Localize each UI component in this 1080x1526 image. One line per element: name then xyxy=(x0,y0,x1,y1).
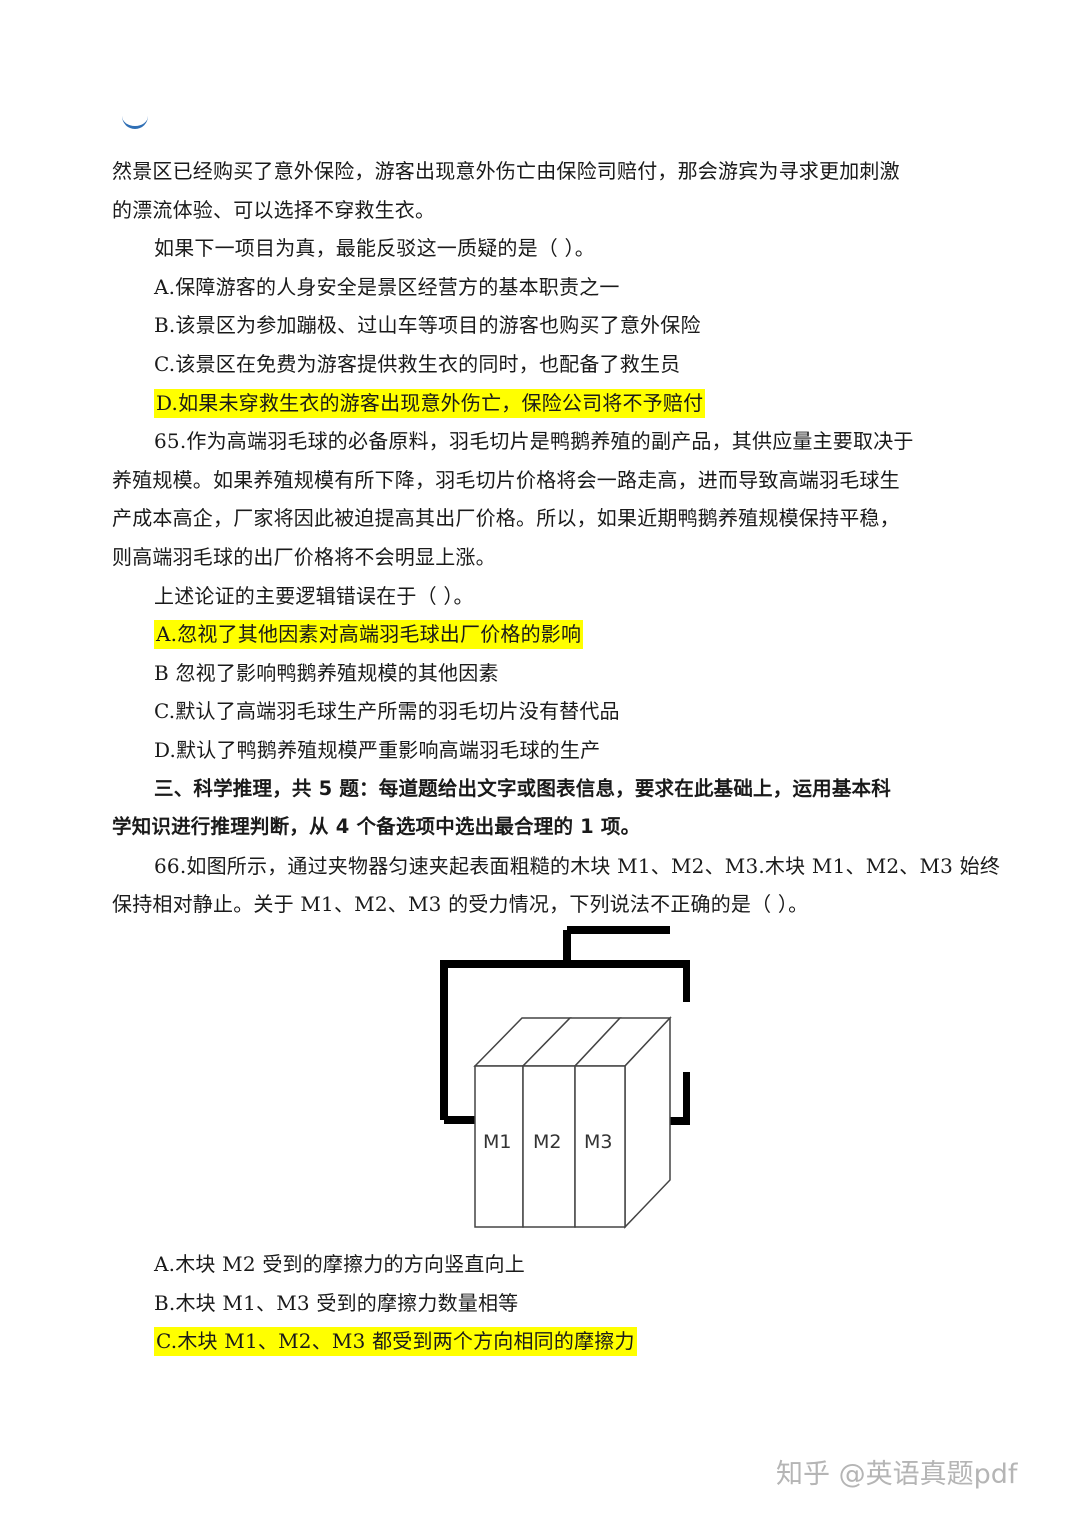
q66-options: A.木块 M2 受到的摩擦力的方向竖直向上 B.木块 M1、M3 受到的摩擦力数… xyxy=(112,1245,972,1361)
block-m1-front xyxy=(474,1065,524,1228)
q65-option-d: D.默认了鸭鹅养殖规模严重影响高端羽毛球的生产 xyxy=(154,737,601,762)
q64-option-c: C.该景区在免费为游客提供救生衣的同时，也配备了救生员 xyxy=(154,351,681,376)
q65-option-a-highlighted: A.忽视了其他因素对高端羽毛球出厂价格的影响 xyxy=(154,620,584,650)
label-m1: M1 xyxy=(483,1131,511,1153)
q64-option-d-wrapper: D.如果未穿救生衣的游客出现意外伤亡，保险公司将不予赔付 xyxy=(112,384,972,423)
q65-line-4: 则高端羽毛球的出厂价格将不会明显上涨。 xyxy=(112,544,496,569)
q64-stem: 如果下一项目为真，最能反驳这一质疑的是（ ）。 xyxy=(154,236,595,261)
q66-line-1: 66.如图所示，通过夹物器匀速夹起表面粗糙的木块 M1、M2、M3.木块 M1、… xyxy=(154,853,1001,878)
section3-heading-line-2: 学知识进行推理判断，从 4 个备选项中选出最合理的 1 项。 xyxy=(112,815,641,839)
q66-option-c-highlighted: C.木块 M1、M2、M3 都受到两个方向相同的摩擦力 xyxy=(154,1327,637,1357)
q66-option-b: B.木块 M1、M3 受到的摩擦力数量相等 xyxy=(154,1290,519,1315)
intro-line-1: 然景区已经购买了意外保险，游客出现意外伤亡由保险司赔付，那会游宾为寻求更加刺激 xyxy=(112,159,900,183)
q64-option-a: A.保障游客的人身安全是景区经营方的基本职责之一 xyxy=(154,274,620,299)
intro-line-2: 的漂流体验、可以选择不穿救生衣。 xyxy=(112,197,436,222)
section3-heading-line-1: 三、科学推理，共 5 题：每道题给出文字或图表信息，要求在此基础上，运用基本科 xyxy=(154,776,891,800)
label-m2: M2 xyxy=(533,1131,561,1153)
q65-option-a-wrapper: A.忽视了其他因素对高端羽毛球出厂价格的影响 xyxy=(112,615,972,654)
q65-line-2: 养殖规模。如果养殖规模有所下降，羽毛切片价格将会一路走高，进而导致高端羽毛球生 xyxy=(112,467,900,492)
q64-option-d-highlighted: D.如果未穿救生衣的游客出现意外伤亡，保险公司将不予赔付 xyxy=(154,388,706,418)
q66-option-a: A.木块 M2 受到的摩擦力的方向竖直向上 xyxy=(154,1252,525,1276)
q64-option-b: B.该景区为参加蹦极、过山车等项目的游客也购买了意外保险 xyxy=(154,313,701,338)
corner-logo-mark xyxy=(122,114,148,129)
q65-option-b: B 忽视了影响鸭鹅养殖规模的其他因素 xyxy=(154,660,499,685)
clamp-frame xyxy=(440,960,690,1120)
clamp-blocks-figure: M1 M2 M3 xyxy=(440,926,690,1229)
q65-line-3: 产成本高企，厂家将因此被迫提高其出厂价格。所以，如果近期鸭鹅养殖规模保持平稳， xyxy=(112,506,900,531)
q66-line-2: 保持相对静止。关于 M1、M2、M3 的受力情况，下列说法不正确的是（ ）。 xyxy=(112,892,809,917)
label-m3: M3 xyxy=(584,1131,612,1153)
page-body: 然景区已经购买了意外保险，游客出现意外伤亡由保险司赔付，那会游宾为寻求更加刺激 … xyxy=(112,152,1001,924)
wood-blocks xyxy=(473,1016,672,1229)
q65-option-c: C.默认了高端羽毛球生产所需的羽毛切片没有替代品 xyxy=(154,699,620,724)
q66-option-c-wrapper: C.木块 M1、M2、M3 都受到两个方向相同的摩擦力 xyxy=(112,1322,972,1361)
q65-line-1: 65.作为高端羽毛球的必备原料，羽毛切片是鸭鹅养殖的副产品，其供应量主要取决于 xyxy=(154,429,914,454)
watermark: 知乎 @英语真题pdf xyxy=(776,1459,1018,1490)
block-m3-front xyxy=(574,1065,626,1228)
q65-stem: 上述论证的主要逻辑错误在于（ ）。 xyxy=(154,583,474,608)
